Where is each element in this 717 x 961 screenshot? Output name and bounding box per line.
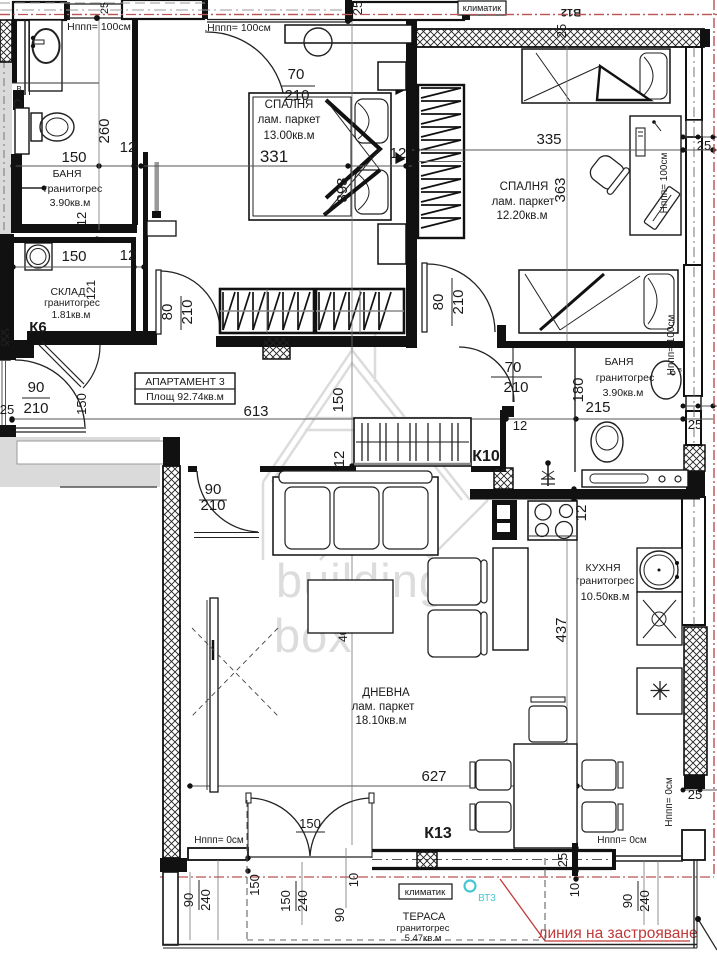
svg-text:10: 10 xyxy=(567,883,582,897)
svg-text:СКЛАД: СКЛАД xyxy=(50,286,85,298)
svg-text:БАНЯ: БАНЯ xyxy=(53,168,82,180)
svg-text:18.10кв.м: 18.10кв.м xyxy=(355,715,406,727)
svg-text:гранитогрес: гранитогрес xyxy=(44,183,102,195)
svg-text:240: 240 xyxy=(637,890,652,912)
svg-text:3.90кв.м: 3.90кв.м xyxy=(603,387,644,399)
svg-text:150: 150 xyxy=(299,816,321,831)
svg-text:25: 25 xyxy=(688,787,702,802)
svg-text:613: 613 xyxy=(243,403,268,420)
svg-text:К6: К6 xyxy=(29,319,47,336)
svg-text:25: 25 xyxy=(555,853,570,867)
svg-text:лам. паркет: лам. паркет xyxy=(492,196,556,208)
svg-text:гранитогрес: гранитогрес xyxy=(596,372,654,384)
svg-text:линия на застрояване: линия на застрояване xyxy=(538,925,697,942)
svg-text:в: в xyxy=(678,367,682,374)
svg-text:80: 80 xyxy=(159,304,176,321)
svg-text:90: 90 xyxy=(205,481,222,498)
svg-text:210: 210 xyxy=(284,87,309,104)
svg-text:12: 12 xyxy=(390,145,407,162)
svg-text:12: 12 xyxy=(573,505,590,522)
svg-text:363: 363 xyxy=(552,177,569,202)
svg-text:Нппп= 100см: Нппп= 100см xyxy=(207,22,271,34)
svg-text:гранитогрес: гранитогрес xyxy=(397,923,450,934)
svg-text:150: 150 xyxy=(74,393,89,415)
svg-text:Нппп= 0см: Нппп= 0см xyxy=(664,777,675,827)
svg-text:12: 12 xyxy=(74,212,89,226)
svg-text:25: 25 xyxy=(99,2,111,14)
svg-text:121: 121 xyxy=(84,280,98,300)
svg-text:90: 90 xyxy=(28,379,45,396)
svg-text:БАНЯ: БАНЯ xyxy=(605,356,634,368)
svg-text:393: 393 xyxy=(334,177,351,202)
svg-text:СПАЛНЯ: СПАЛНЯ xyxy=(500,181,549,193)
svg-text:КУХНЯ: КУХНЯ xyxy=(585,562,620,574)
svg-text:ТЕРАСА: ТЕРАСА xyxy=(403,911,446,923)
svg-text:80: 80 xyxy=(430,294,447,311)
svg-text:150: 150 xyxy=(330,387,347,412)
svg-text:437: 437 xyxy=(553,617,570,642)
svg-text:70: 70 xyxy=(505,359,522,376)
svg-text:СПАЛНЯ: СПАЛНЯ xyxy=(265,99,314,111)
svg-text:180: 180 xyxy=(570,377,587,402)
svg-text:10.50кв.м: 10.50кв.м xyxy=(581,591,630,603)
svg-text:335: 335 xyxy=(536,131,561,148)
svg-text:150: 150 xyxy=(278,890,293,912)
svg-text:210: 210 xyxy=(23,400,48,417)
svg-text:гранитогрес: гранитогрес xyxy=(576,575,634,587)
svg-text:150: 150 xyxy=(61,248,86,265)
svg-text:5.47кв.м: 5.47кв.м xyxy=(405,933,442,944)
svg-text:25: 25 xyxy=(688,417,702,432)
svg-text:12: 12 xyxy=(513,418,527,433)
svg-text:АПАРТАМЕНТ 3: АПАРТАМЕНТ 3 xyxy=(145,376,225,388)
svg-text:150: 150 xyxy=(247,874,262,896)
svg-text:210: 210 xyxy=(179,299,196,324)
svg-text:90: 90 xyxy=(620,894,635,908)
svg-text:Площ 92.74кв.м: Площ 92.74кв.м xyxy=(146,391,224,403)
svg-text:В12: В12 xyxy=(561,6,581,18)
svg-text:13.00кв.м: 13.00кв.м xyxy=(263,130,314,142)
svg-text:90: 90 xyxy=(332,908,347,922)
svg-text:К10: К10 xyxy=(472,448,500,465)
svg-text:210: 210 xyxy=(450,289,467,314)
svg-text:210: 210 xyxy=(503,379,528,396)
svg-text:215: 215 xyxy=(585,399,610,416)
svg-text:12: 12 xyxy=(120,247,137,264)
svg-text:12: 12 xyxy=(331,451,348,468)
svg-text:331: 331 xyxy=(260,147,288,166)
svg-text:25: 25 xyxy=(0,402,14,417)
svg-text:климатик: климатик xyxy=(463,3,501,13)
svg-text:150: 150 xyxy=(61,149,86,166)
svg-text:627: 627 xyxy=(421,768,446,785)
svg-text:25: 25 xyxy=(554,24,569,38)
svg-text:90: 90 xyxy=(181,893,196,907)
svg-text:Нппп= 100см: Нппп= 100см xyxy=(659,153,670,214)
svg-text:240: 240 xyxy=(198,889,213,911)
svg-text:12: 12 xyxy=(120,139,137,156)
svg-text:лам. паркет: лам. паркет xyxy=(352,701,416,713)
svg-text:25: 25 xyxy=(697,138,711,153)
svg-text:Нппп= 100см: Нппп= 100см xyxy=(666,315,677,376)
svg-text:ВТ3: ВТ3 xyxy=(478,893,496,904)
svg-text:10: 10 xyxy=(346,873,361,887)
svg-text:210: 210 xyxy=(200,497,225,514)
svg-text:25: 25 xyxy=(350,1,365,15)
svg-text:Нппп= 0см: Нппп= 0см xyxy=(597,835,647,846)
svg-text:лам. паркет: лам. паркет xyxy=(258,114,322,126)
svg-text:ДНЕВНА: ДНЕВНА xyxy=(362,687,410,699)
svg-text:12.20кв.м: 12.20кв.м xyxy=(496,210,547,222)
svg-text:К13: К13 xyxy=(424,825,452,842)
svg-text:климатик: климатик xyxy=(405,887,446,898)
svg-text:1.81кв.м: 1.81кв.м xyxy=(52,310,91,321)
svg-text:✳: ✳ xyxy=(649,676,671,706)
svg-text:В: В xyxy=(16,85,21,94)
svg-text:260: 260 xyxy=(96,118,113,143)
svg-text:240: 240 xyxy=(295,890,310,912)
svg-text:70: 70 xyxy=(288,66,305,83)
svg-text:гранитогрес: гранитогрес xyxy=(44,298,100,309)
svg-text:3.90кв.м: 3.90кв.м xyxy=(50,197,91,209)
svg-text:Нппп= 0см: Нппп= 0см xyxy=(194,835,244,846)
